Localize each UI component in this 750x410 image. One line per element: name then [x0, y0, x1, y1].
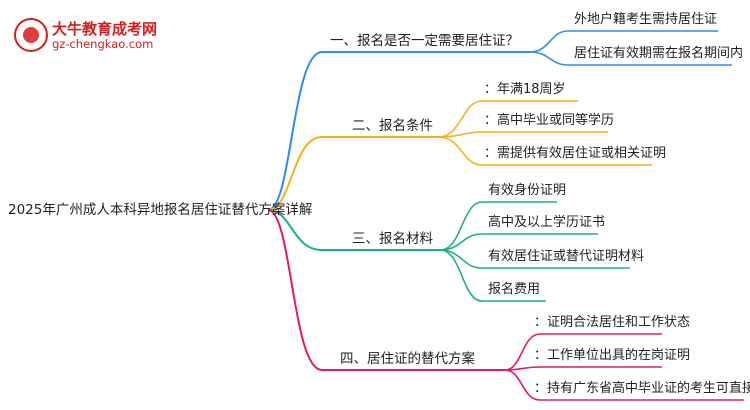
branch-2-item: ：年满18周岁: [484, 82, 566, 97]
branch-4-item: ：持有广东省高中毕业证的考生可直接报名: [534, 381, 750, 396]
connector-b1-c2: [529, 51, 732, 66]
site-logo[interactable]: 大牛教育成考网 gz-chengkao.com: [14, 18, 164, 54]
branch-1-label: 一、报名是否一定需要居住证？: [330, 33, 519, 49]
branch-3-item: 高中及以上学历证书: [488, 215, 606, 230]
connector-b2-c3: [437, 136, 652, 166]
connector-b2-c2: [437, 131, 608, 138]
branch-4-item: ：证明合法居住和工作状态: [534, 315, 691, 330]
branch-1-item: 居住证有效期需在报名期间内: [574, 46, 744, 61]
connector-root-branch-4: [267, 209, 323, 371]
branch-2-item: ：高中毕业或同等学历: [484, 113, 615, 128]
root-topic: 2025年广州成人本科异地报名居住证替代方案详解: [8, 202, 313, 218]
connector-root-branch-1: [267, 51, 323, 211]
logo-url: gz-chengkao.com: [52, 37, 154, 51]
logo-title: 大牛教育成考网: [52, 20, 158, 38]
connector-b4-c1: [504, 333, 662, 371]
connector-b4-c3: [504, 369, 744, 401]
logo-emblem-icon: [14, 18, 48, 52]
branch-3-item: 有效身份证明: [488, 183, 567, 198]
branch-3-label: 三、报名材料: [352, 231, 433, 247]
branch-3-item: 报名费用: [488, 282, 541, 297]
branch-3-item: 有效居住证或替代证明材料: [488, 249, 645, 264]
connector-b3-c1: [439, 201, 557, 251]
connector-b2-c1: [437, 100, 578, 138]
branch-2-label: 二、报名条件: [352, 118, 433, 134]
branch-1-item: 外地户籍考生需持居住证: [574, 12, 718, 27]
connector-root-branch-3: [267, 209, 323, 251]
branch-4-item: ：工作单位出具的在岗证明: [534, 348, 691, 363]
branch-4-label: 四、居住证的替代方案: [340, 351, 475, 367]
connector-root-branch-2: [267, 136, 323, 211]
connector-b3-c4: [439, 249, 546, 302]
connector-b1-c1: [529, 30, 718, 53]
connector-b3-c2: [439, 233, 598, 251]
connector-b4-c2: [504, 366, 662, 371]
branch-2-item: ：需提供有效居住证或相关证明: [484, 146, 667, 161]
